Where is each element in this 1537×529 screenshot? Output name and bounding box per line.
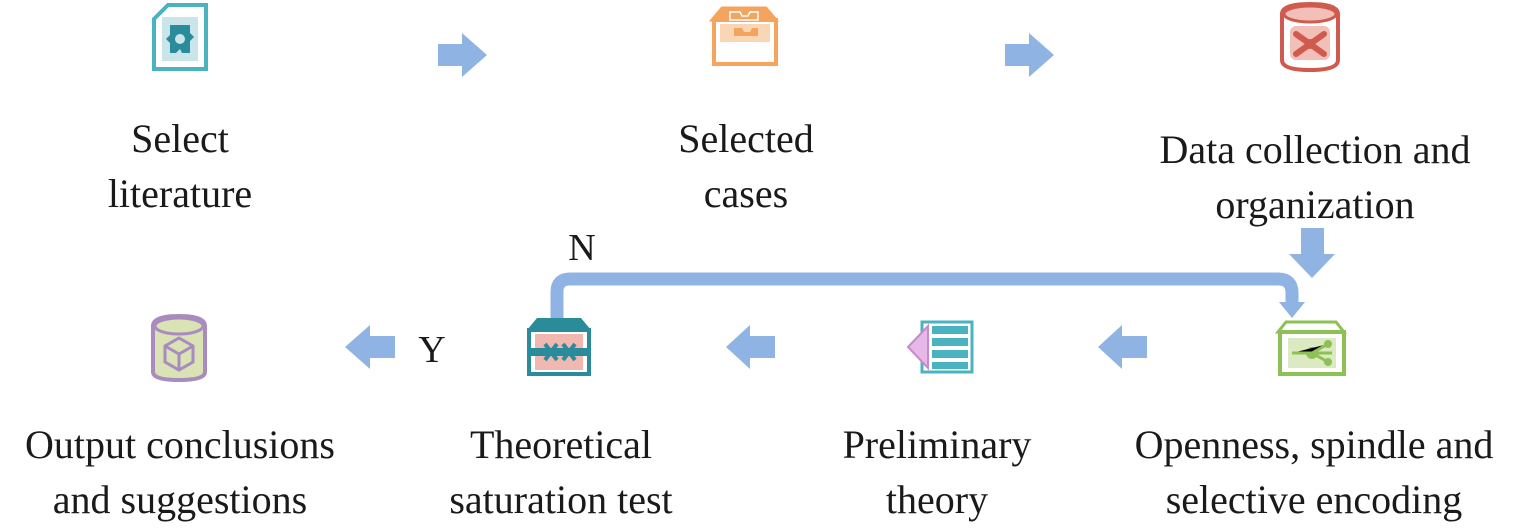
box-puzzle-icon bbox=[708, 6, 780, 66]
step-label-line: Output conclusions bbox=[25, 422, 335, 467]
step-label-line: and suggestions bbox=[53, 477, 307, 522]
step-encoding: Openness, spindle and selective encoding bbox=[1135, 422, 1494, 522]
step-label-line: theory bbox=[886, 477, 988, 522]
arrow-encoding-to-theory bbox=[1098, 325, 1147, 369]
step-label-line: selective encoding bbox=[1166, 477, 1463, 522]
step-label-line: Selected bbox=[678, 116, 814, 161]
step-label-line: Openness, spindle and bbox=[1135, 422, 1494, 467]
box-network-icon bbox=[527, 318, 591, 376]
branch-label-yes: Y bbox=[418, 329, 445, 371]
arrow-theory-to-test bbox=[726, 325, 775, 369]
arrow-cases-to-data bbox=[1005, 33, 1054, 77]
branch-label-no: N bbox=[568, 227, 595, 269]
step-select-literature: Select literature bbox=[108, 116, 252, 216]
step-label-line: saturation test bbox=[449, 477, 672, 522]
arrow-data-to-encoding bbox=[1289, 228, 1335, 278]
step-label-line: cases bbox=[704, 171, 788, 216]
arrow-test-to-output bbox=[345, 325, 395, 369]
feedback-loop-connector bbox=[550, 272, 1299, 318]
step-label-line: literature bbox=[108, 171, 252, 216]
step-preliminary-theory: Preliminary theory bbox=[843, 422, 1032, 522]
step-label-line: Select bbox=[131, 116, 229, 161]
step-label-line: Data collection and bbox=[1160, 127, 1471, 172]
database-icon bbox=[1280, 1, 1340, 73]
box-network-icon bbox=[1274, 320, 1348, 376]
step-data-collection: Data collection and organization bbox=[1160, 127, 1471, 227]
step-saturation-test: Theoretical saturation test bbox=[449, 422, 672, 522]
database-cube-icon bbox=[151, 313, 207, 383]
step-output: Output conclusions and suggestions bbox=[25, 422, 335, 522]
step-label-line: Preliminary bbox=[843, 422, 1032, 467]
step-label-line: organization bbox=[1215, 182, 1414, 227]
document-puzzle-icon bbox=[152, 3, 208, 71]
step-label-line: Theoretical bbox=[470, 422, 652, 467]
arrow-literature-to-cases bbox=[438, 33, 487, 77]
list-icon bbox=[906, 320, 974, 374]
step-selected-cases: Selected cases bbox=[678, 116, 814, 216]
feedback-loop-arrowhead bbox=[1279, 302, 1305, 318]
